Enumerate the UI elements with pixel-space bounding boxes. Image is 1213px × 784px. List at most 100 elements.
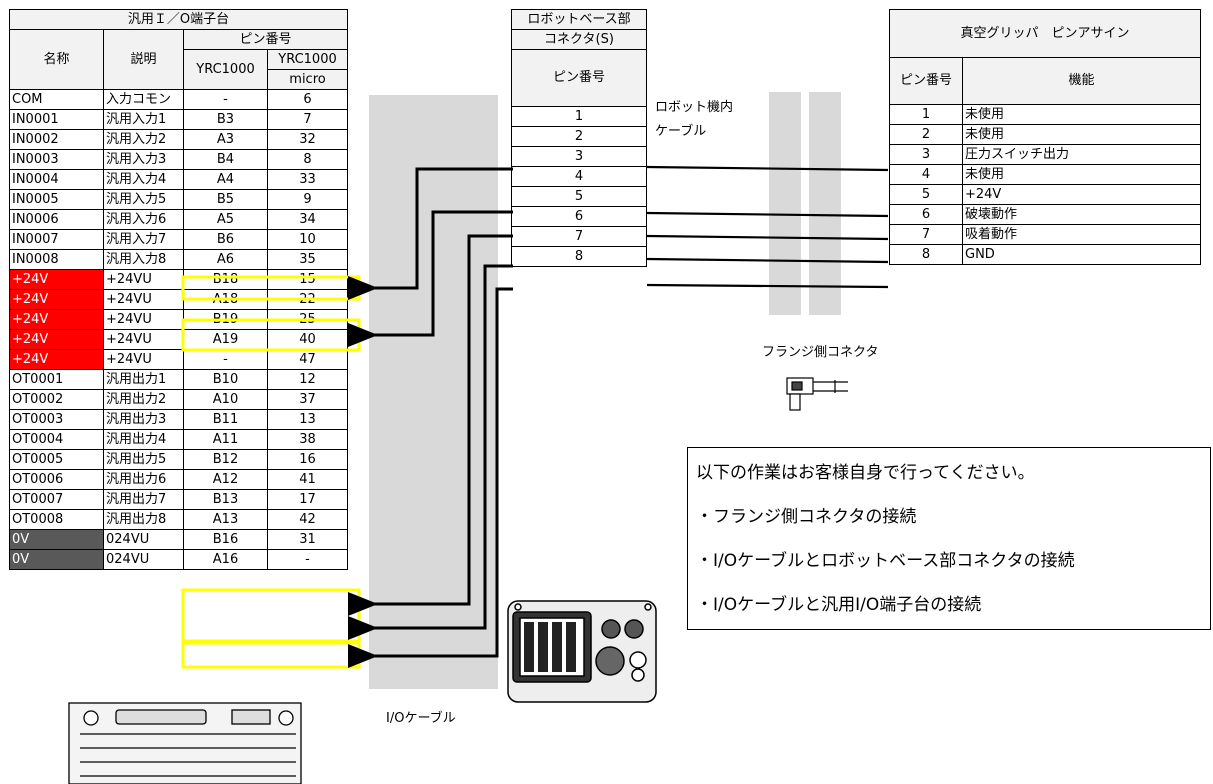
terminal-cell-desc: 汎用出力8 bbox=[103, 509, 184, 530]
io-cable-band bbox=[369, 95, 498, 689]
terminal-cell-yrc1000: A12 bbox=[183, 469, 268, 490]
terminal-row: +24V+24VU-47 bbox=[9, 349, 348, 370]
terminal-cell-desc: 汎用入力3 bbox=[103, 149, 184, 170]
terminal-cell-desc: 汎用出力1 bbox=[103, 369, 184, 390]
terminal-cell-name: OT0001 bbox=[9, 369, 104, 390]
terminal-cell-desc: +24VU bbox=[103, 269, 184, 290]
internal-cable-label-2: ケーブル bbox=[655, 124, 707, 139]
terminal-cell-name: +24V bbox=[9, 309, 104, 330]
terminal-cell-micro: 10 bbox=[267, 229, 348, 250]
note-item-3: ・I/Oケーブルと汎用I/O端子台の接続 bbox=[696, 595, 982, 615]
internal-wire-3 bbox=[646, 165, 889, 172]
note-heading: 以下の作業はお客様自身で行ってください。 bbox=[696, 463, 1035, 483]
internal-wire-7 bbox=[646, 257, 889, 264]
gripper-pin: 8 bbox=[889, 244, 963, 265]
terminal-cell-yrc1000: A5 bbox=[183, 209, 268, 230]
flange-connector-icon bbox=[786, 377, 848, 411]
terminal-cell-micro: 37 bbox=[267, 389, 348, 410]
base-connector-pin: 8 bbox=[511, 246, 647, 267]
wire-0v-pin8 bbox=[348, 287, 513, 668]
base-connector-title-2: コネクタ(S) bbox=[511, 29, 647, 50]
gripper-func-header: 機能 bbox=[962, 57, 1201, 105]
base-connector-pin-header: ピン番号 bbox=[511, 49, 647, 107]
note-item-1: ・フランジ側コネクタの接続 bbox=[696, 507, 917, 527]
header-micro-1: YRC1000 bbox=[267, 49, 348, 70]
header-pin-group: ピン番号 bbox=[183, 29, 348, 50]
terminal-cell-yrc1000: B5 bbox=[183, 189, 268, 210]
gripper-pin-header: ピン番号 bbox=[889, 57, 963, 105]
header-yrc1000: YRC1000 bbox=[183, 49, 268, 90]
terminal-cell-desc: 汎用出力7 bbox=[103, 489, 184, 510]
instruction-note: 以下の作業はお客様自身で行ってください。 ・フランジ側コネクタの接続 ・I/Oケ… bbox=[687, 447, 1211, 630]
wire-24v-pin5 bbox=[348, 210, 513, 347]
internal-wire-5 bbox=[646, 211, 889, 218]
terminal-cell-micro: 16 bbox=[267, 449, 348, 470]
header-micro-2: micro bbox=[267, 69, 348, 90]
terminal-block-icon bbox=[68, 702, 302, 784]
terminal-cell-micro: 13 bbox=[267, 409, 348, 430]
terminal-cell-desc: 汎用出力4 bbox=[103, 429, 184, 450]
terminal-cell-micro: 12 bbox=[267, 369, 348, 390]
highlight-0v bbox=[181, 641, 361, 669]
highlight-24v bbox=[181, 318, 361, 352]
internal-cable-band-2 bbox=[809, 92, 841, 315]
terminal-cell-name: IN0005 bbox=[9, 189, 104, 210]
terminal-cell-name: OT0004 bbox=[9, 429, 104, 450]
terminal-cell-name: +24V bbox=[9, 329, 104, 350]
highlight-ot0007-ot0008 bbox=[181, 588, 361, 643]
wire-ot0007-pin6 bbox=[348, 234, 513, 616]
terminal-cell-desc: 入力コモン bbox=[103, 89, 184, 110]
terminal-cell-micro: 40 bbox=[267, 329, 348, 350]
base-connector-row: 2 bbox=[511, 126, 647, 147]
terminal-table: 汎用Ｉ／O端子台 名称 説明 ピン番号 YRC1000 YRC1000 micr… bbox=[9, 9, 348, 570]
terminal-cell-name: IN0003 bbox=[9, 149, 104, 170]
base-connector-pin: 2 bbox=[511, 126, 647, 147]
base-connector-row: 8 bbox=[511, 246, 647, 267]
header-desc: 説明 bbox=[103, 29, 184, 90]
terminal-cell-micro: - bbox=[267, 549, 348, 570]
internal-cable-band-1 bbox=[769, 92, 801, 315]
highlight-in0007 bbox=[181, 275, 361, 301]
terminal-cell-micro: 42 bbox=[267, 509, 348, 530]
internal-wire-8 bbox=[646, 283, 889, 289]
terminal-cell-desc: 024VU bbox=[103, 549, 184, 570]
wire-ot0008-pin7 bbox=[348, 264, 513, 640]
terminal-cell-desc: 汎用入力4 bbox=[103, 169, 184, 190]
robot-base-connector-icon bbox=[507, 600, 657, 703]
terminal-cell-name: OT0008 bbox=[9, 509, 104, 530]
terminal-cell-name: +24V bbox=[9, 289, 104, 310]
terminal-cell-micro: 41 bbox=[267, 469, 348, 490]
note-item-2: ・I/Oケーブルとロボットベース部コネクタの接続 bbox=[696, 551, 1075, 571]
base-connector-title-1: ロボットベース部 bbox=[511, 9, 647, 30]
terminal-cell-yrc1000: B10 bbox=[183, 369, 268, 390]
terminal-title: 汎用Ｉ／O端子台 bbox=[9, 9, 348, 30]
terminal-cell-micro: 17 bbox=[267, 489, 348, 510]
terminal-cell-micro: 34 bbox=[267, 209, 348, 230]
internal-cable-label-1: ロボット機内 bbox=[655, 100, 734, 115]
terminal-cell-desc: +24VU bbox=[103, 289, 184, 310]
flange-connector-label: フランジ側コネクタ bbox=[762, 345, 879, 360]
terminal-cell-micro: 33 bbox=[267, 169, 348, 190]
